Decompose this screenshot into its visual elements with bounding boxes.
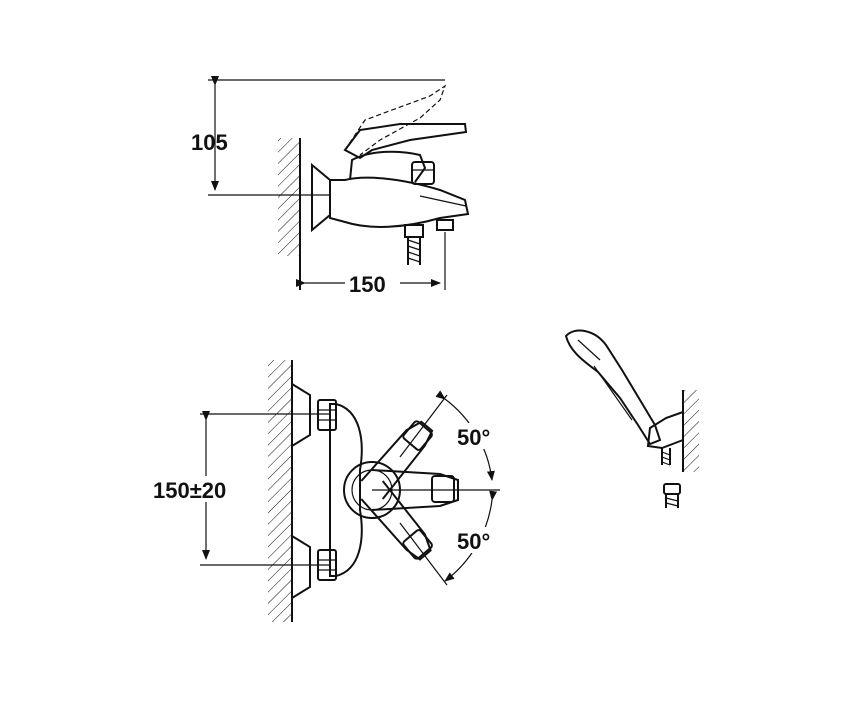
width-dimension: 150: [296, 232, 446, 297]
shower-holder: [646, 411, 684, 450]
angle-upper-label: 50°: [457, 425, 490, 450]
spacing-dim-label: 150±20: [153, 478, 226, 503]
shower-fitting: [663, 483, 681, 508]
shower-wall-hatch: [683, 390, 699, 472]
mixer-body: [311, 123, 470, 265]
lever-raised-outline: [344, 84, 447, 156]
angle-arcs: 50° 50°: [372, 390, 503, 586]
width-dim-label: 150: [349, 272, 386, 297]
shower-view: [564, 329, 699, 508]
spacing-dimension: 150±20: [150, 411, 330, 566]
upper-connector: [291, 383, 337, 447]
lever: [343, 123, 468, 160]
front-view: 150±20: [150, 360, 503, 622]
height-dimension: 105: [191, 76, 445, 196]
side-wall-hatch: [278, 138, 300, 256]
height-dim-label: 105: [191, 130, 228, 155]
side-view: 105: [191, 76, 470, 297]
front-wall-hatch: [268, 360, 292, 622]
hand-shower: [564, 329, 662, 446]
angle-lower-label: 50°: [457, 529, 490, 554]
shower-holder-thread: [661, 448, 671, 466]
front-body: [329, 403, 363, 577]
side-thread: [404, 224, 424, 265]
lower-connector: [291, 535, 337, 599]
